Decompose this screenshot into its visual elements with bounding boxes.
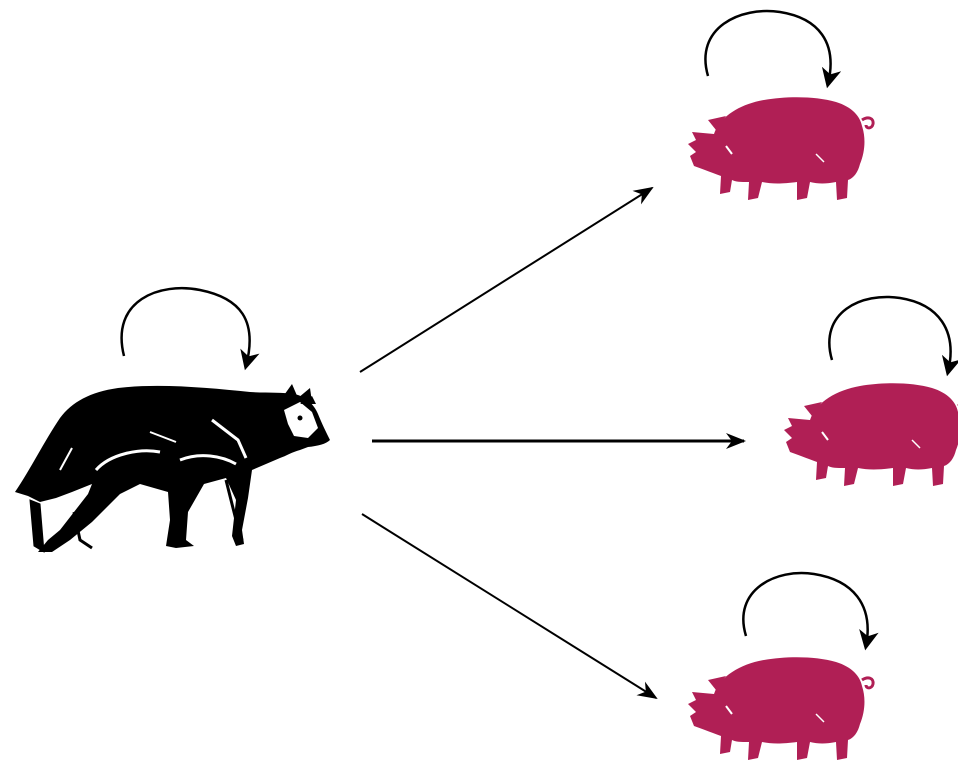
- pig-icon-bottom: [686, 655, 875, 762]
- pig-top-self-loop-arrow: [704, 9, 842, 89]
- pig-icon-top: [686, 95, 875, 202]
- wolf-to-pig-top-arrow: [359, 186, 654, 373]
- wolf-to-pig-bottom-arrow: [361, 513, 658, 700]
- pig-bottom-self-loop-arrow: [742, 571, 879, 651]
- wolf-icon: [15, 384, 330, 553]
- pig-icon-middle: [782, 381, 958, 488]
- pig-middle-self-loop-arrow: [828, 295, 958, 377]
- wolf-self-loop-arrow: [120, 286, 260, 371]
